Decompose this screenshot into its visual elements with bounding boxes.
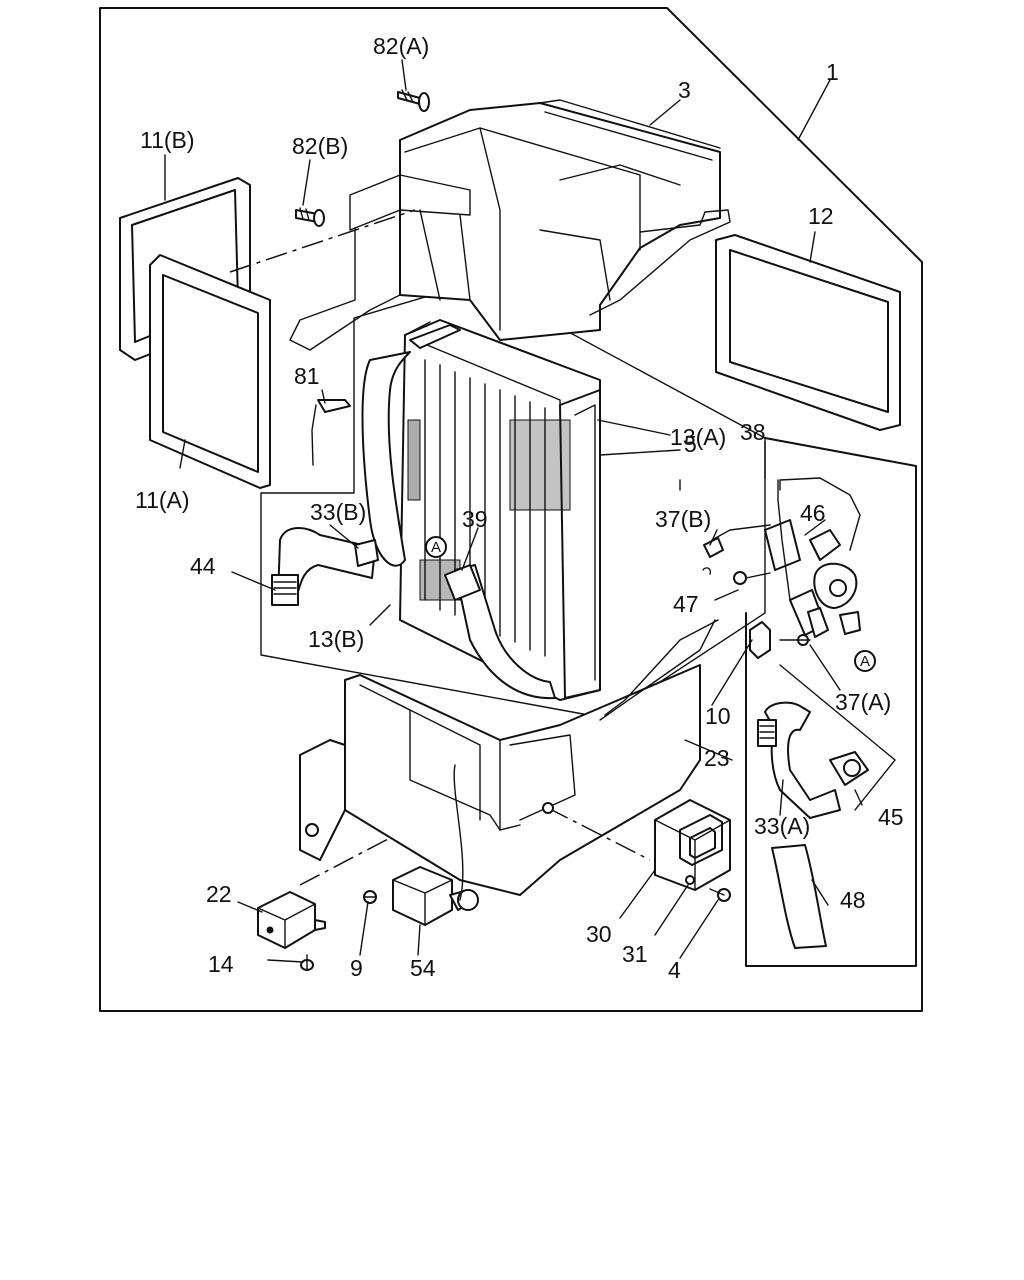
pipe-33a xyxy=(757,701,869,819)
callout-38: 38 xyxy=(740,419,766,445)
pipe-33b xyxy=(271,351,411,606)
callout-9: 9 xyxy=(350,955,363,981)
callout-10: 10 xyxy=(705,703,731,729)
evaporator-core-5 xyxy=(399,319,601,701)
callout-54: 54 xyxy=(410,955,436,981)
callout-47: 47 xyxy=(673,591,699,617)
core-inset-outline xyxy=(260,281,766,719)
callout-13a: 13(A) xyxy=(670,424,726,450)
mount-hole xyxy=(542,802,554,814)
callout-11a: 11(A) xyxy=(135,487,190,513)
callout-30: 30 xyxy=(586,921,612,947)
callout-82b: 82(B) xyxy=(292,133,348,159)
screw-9 xyxy=(363,890,377,904)
upper-case-3 xyxy=(289,99,731,351)
oring-37b xyxy=(702,567,712,575)
marker-a1-text: A xyxy=(431,539,441,556)
marker-a2-text: A xyxy=(860,653,870,670)
alignment-line-upper xyxy=(229,209,416,273)
tape-48 xyxy=(771,844,827,949)
core-fins xyxy=(407,359,571,657)
callout-1: 1 xyxy=(826,59,839,85)
screw-47 xyxy=(733,571,771,585)
callout-81: 81 xyxy=(294,363,320,389)
diagram-frame xyxy=(99,7,923,1012)
callout-14: 14 xyxy=(208,951,234,977)
expansion-valve-38 xyxy=(764,477,861,638)
callout-37b: 37(B) xyxy=(655,506,711,532)
callout-12: 12 xyxy=(808,203,834,229)
callout-13b: 13(B) xyxy=(308,626,364,652)
connection-marker-a1: A xyxy=(425,536,447,558)
pipe-39 xyxy=(444,564,556,700)
switch-54 xyxy=(392,764,479,926)
callout-39: 39 xyxy=(462,506,488,532)
screw-4 xyxy=(709,888,731,902)
leader-lines xyxy=(164,59,896,963)
callout-4: 4 xyxy=(668,957,681,983)
callout-33b: 33(B) xyxy=(310,499,366,525)
connection-marker-a2: A xyxy=(854,650,876,672)
screw-82b xyxy=(295,207,325,227)
callout-11b: 11(B) xyxy=(140,127,195,153)
screw-82a xyxy=(397,89,430,112)
callout-46: 46 xyxy=(800,500,826,526)
seal-12 xyxy=(715,234,901,431)
callout-3: 3 xyxy=(678,77,691,103)
alignment-line-lower-right xyxy=(547,807,651,861)
callout-22: 22 xyxy=(206,881,232,907)
callout-48: 48 xyxy=(840,887,866,913)
detail-box xyxy=(745,437,917,967)
lower-case-23 xyxy=(299,619,719,896)
alignment-line-lower-left xyxy=(299,837,391,886)
callout-labels: 1 3 4 5 9 10 11(A) 11(B) 12 13(A) 13(B) … xyxy=(135,33,904,983)
resistor-30 xyxy=(654,799,731,891)
callout-44: 44 xyxy=(190,553,216,579)
screw-14 xyxy=(300,954,314,971)
callout-23: 23 xyxy=(704,745,730,771)
callout-45: 45 xyxy=(878,804,904,830)
clip-10 xyxy=(749,621,771,659)
callout-31: 31 xyxy=(622,941,648,967)
sensor-46 xyxy=(703,479,791,601)
callout-33a: 33(A) xyxy=(754,813,810,839)
seal-11a xyxy=(149,254,271,489)
bracket-81 xyxy=(311,399,351,466)
callout-37a: 37(A) xyxy=(835,689,891,715)
callout-82a: 82(A) xyxy=(373,33,429,59)
relay-22 xyxy=(257,891,326,949)
callout-5: 5 xyxy=(684,431,697,457)
